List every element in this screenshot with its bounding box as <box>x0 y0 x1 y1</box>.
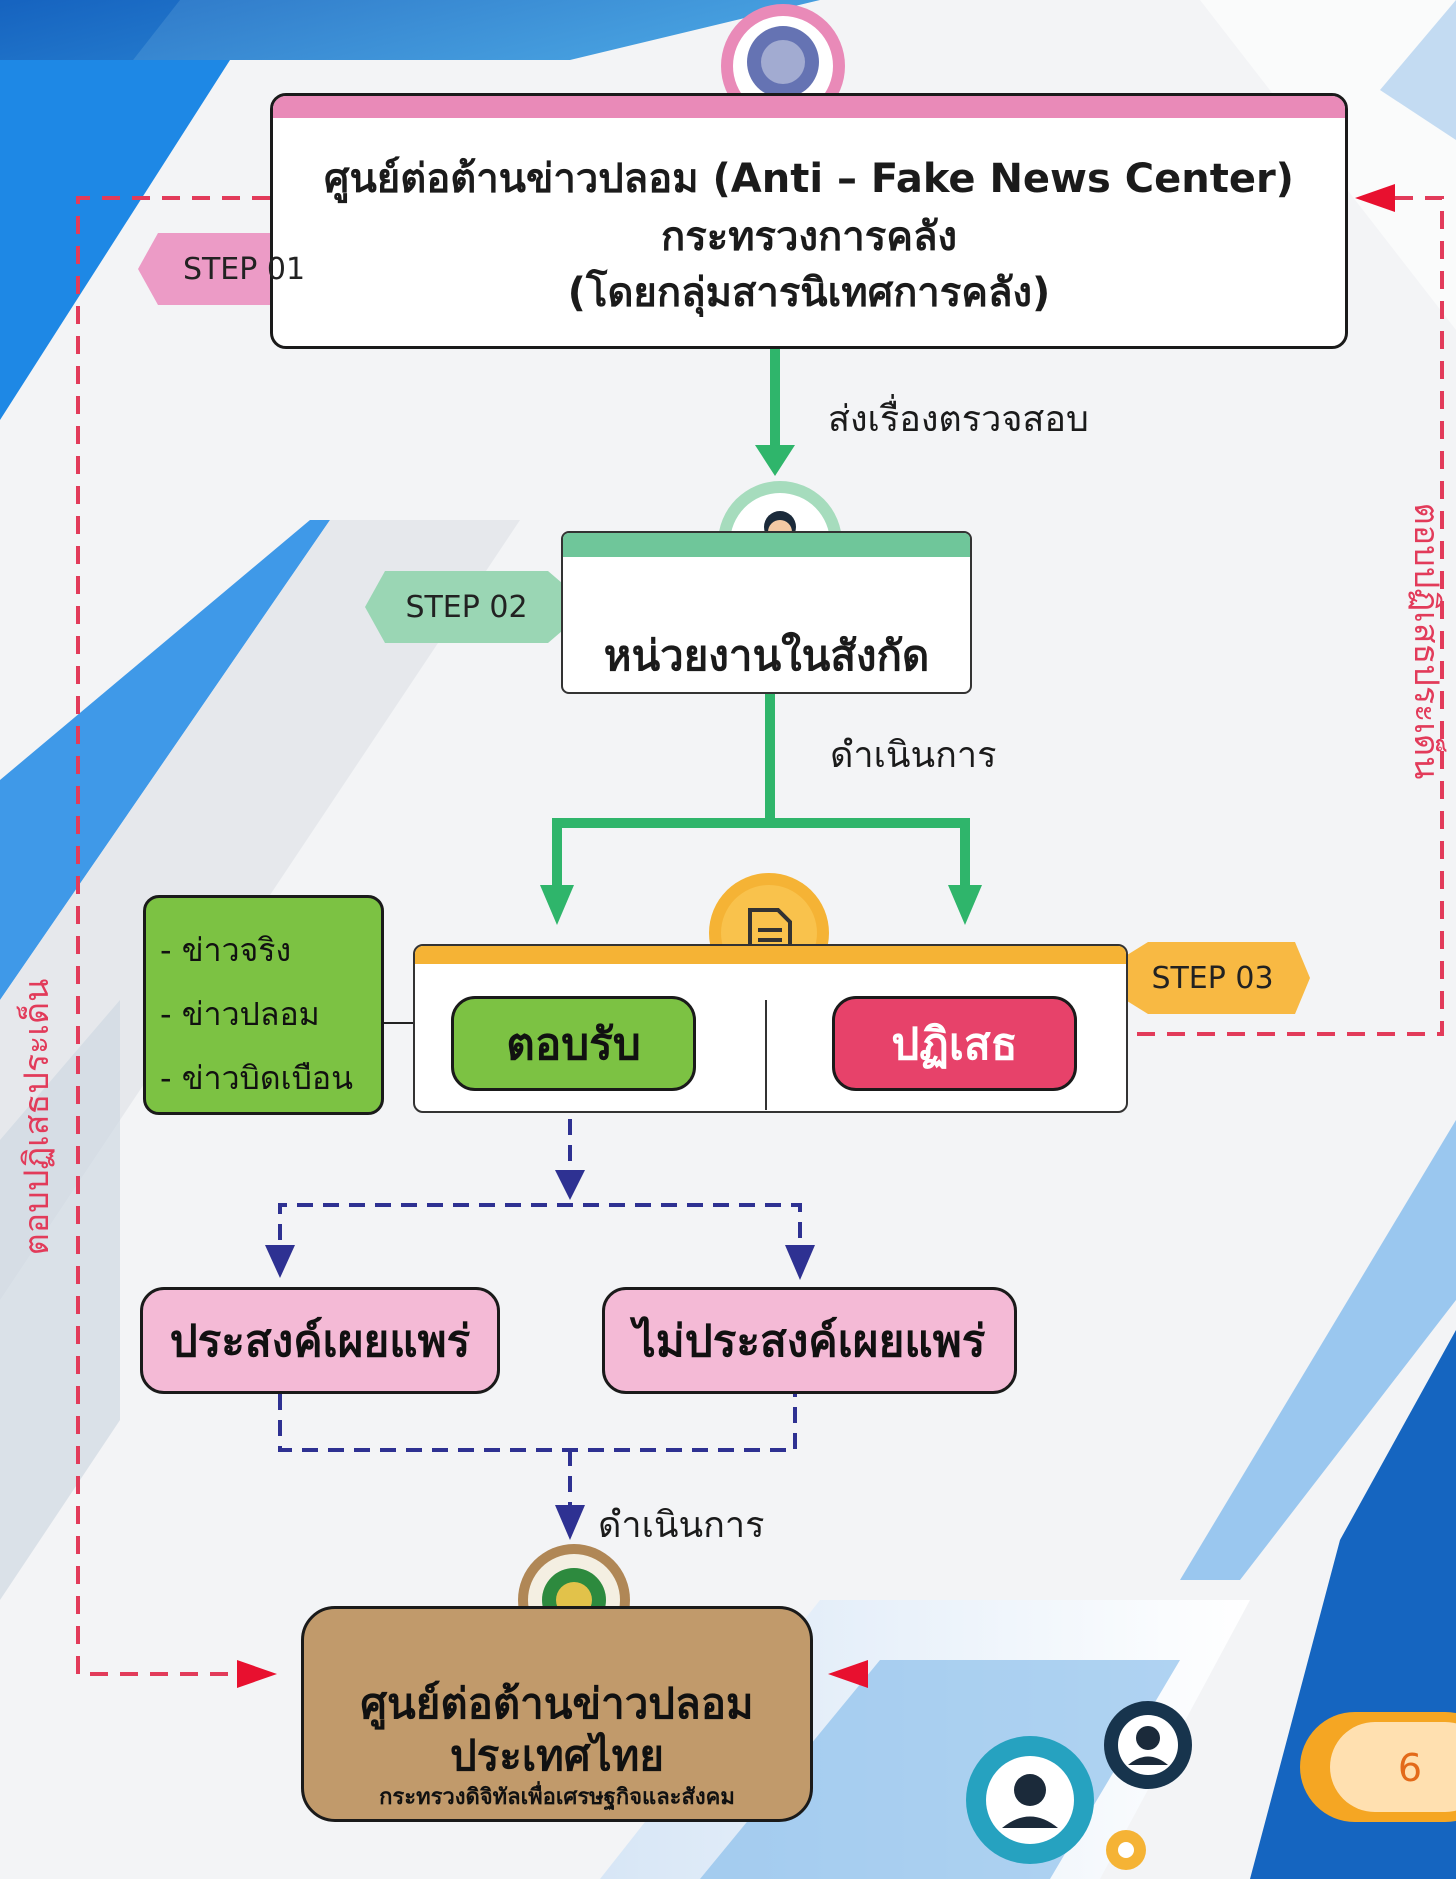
final-box-country: ประเทศไทย <box>450 1731 664 1780</box>
arrow-head-unit <box>755 445 795 476</box>
top-box-division: (โดยกลุ่มสารนิเทศการคลัง) <box>567 270 1051 316</box>
decision-divider <box>765 1000 767 1110</box>
top-box-title: ศูนย์ต่อต้านข่าวปลอม (Anti – Fake News C… <box>324 156 1294 202</box>
accept-node: ตอบรับ <box>451 996 696 1091</box>
news-type-true: - ข่าวจริง <box>160 931 292 969</box>
step2-tag <box>365 571 590 643</box>
step3-label: STEP 03 <box>1151 960 1274 996</box>
step3-tag <box>1090 942 1310 1014</box>
thailand-anti-fake-news-center-box: ศูนย์ต่อต้านข่าวปลอม ประเทศไทย กระทรวงดิ… <box>301 1606 813 1822</box>
unit-box-bar <box>563 533 970 557</box>
final-box-ministry: กระทรวงดิจิทัลเพื่อเศรษฐกิจและสังคม <box>379 1785 735 1810</box>
unit-box: หน่วยงานในสังกัด <box>561 531 972 694</box>
page-number-pill <box>1300 1712 1456 1822</box>
arrow-head-reject <box>948 885 982 925</box>
news-type-distorted: - ข่าวบิดเบือน <box>160 1059 353 1097</box>
top-box-ministry: กระทรวงการคลัง <box>661 214 957 260</box>
proceed-label-2: ดำเนินการ <box>598 1505 765 1546</box>
step2-label: STEP 02 <box>405 589 528 625</box>
proceed-label-1: ดำเนินการ <box>830 735 997 776</box>
reject-node: ปฏิเสธ <box>832 996 1077 1091</box>
decision-box-bar <box>415 946 1126 964</box>
red-arrow-heads <box>237 184 1395 1688</box>
blue-arrow-heads <box>265 1170 815 1540</box>
red-dashed-arrows <box>76 196 1444 1676</box>
arrow-head-accept <box>540 885 574 925</box>
no-publish-node: ไม่ประสงค์เผยแพร่ <box>602 1287 1017 1394</box>
final-box-title: ศูนย์ต่อต้านข่าวปลอม <box>360 1679 754 1728</box>
news-types-box: - ข่าวจริง - ข่าวปลอม - ข่าวบิดเบือน <box>143 895 384 1115</box>
top-box-bar <box>273 96 1345 118</box>
news-type-fake: - ข่าวปลอม <box>160 995 320 1033</box>
arrow-branch <box>552 818 970 892</box>
publish-node: ประสงค์เผยแพร่ <box>140 1287 500 1394</box>
step1-label: STEP 01 <box>182 251 306 287</box>
unit-box-title: หน่วยงานในสังกัด <box>603 631 930 680</box>
reject-reply-label-left: ตอบปฏิเสธประเด็น <box>17 978 57 1256</box>
fake-news-center-mof-box: ศูนย์ต่อต้านข่าวปลอม (Anti – Fake News C… <box>270 93 1348 349</box>
reject-reply-label-right: ตอบปฏิเสธประเด็น <box>1406 502 1446 780</box>
page-number: 6 <box>1397 1746 1423 1790</box>
gear-decoration <box>966 1701 1192 1870</box>
green-arrows <box>540 349 982 925</box>
send-for-check-label: ส่งเรื่องตรวจสอบ <box>828 399 1089 440</box>
